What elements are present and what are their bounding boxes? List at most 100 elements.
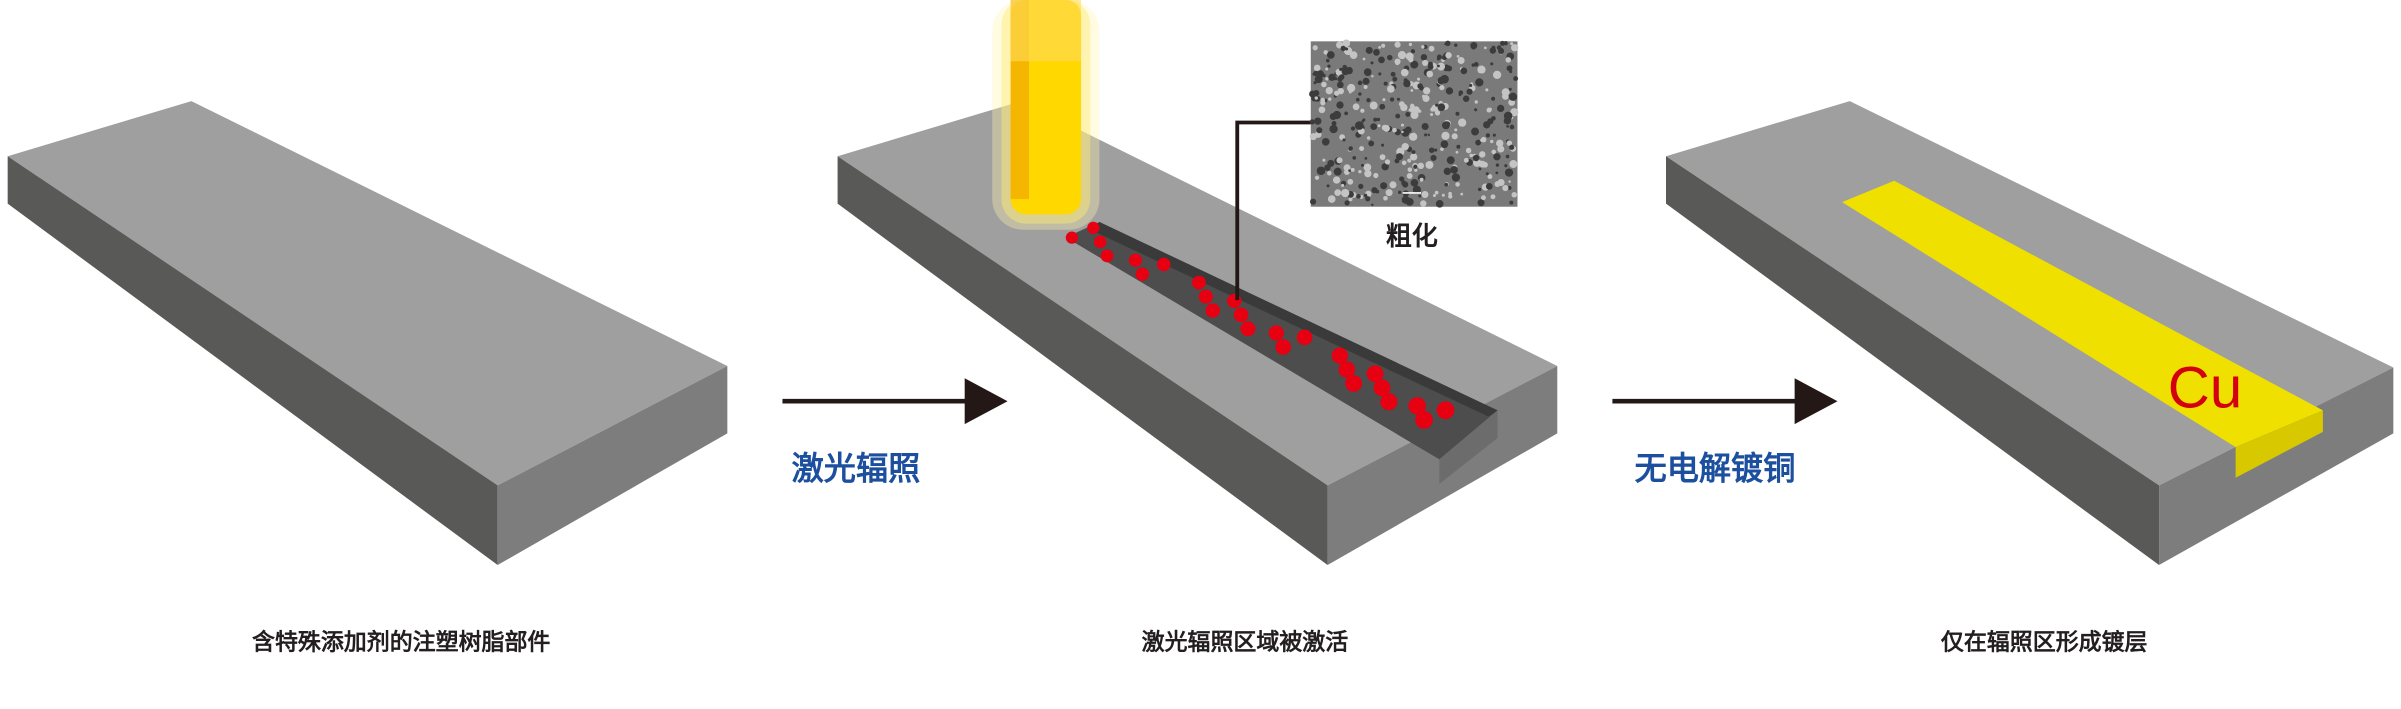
- texture-speck: [1325, 86, 1333, 95]
- texture-speck: [1358, 92, 1362, 96]
- texture-speck: [1491, 149, 1497, 155]
- texture-speck: [1422, 59, 1429, 66]
- texture-speck: [1370, 61, 1374, 65]
- texture-speck: [1510, 42, 1514, 46]
- texture-speck: [1336, 81, 1344, 89]
- particle-dot: [1198, 289, 1213, 304]
- texture-speck: [1490, 194, 1496, 200]
- texture-speck: [1348, 197, 1353, 202]
- texture-speck: [1417, 162, 1425, 170]
- texture-speck: [1420, 200, 1427, 207]
- texture-speck: [1363, 163, 1372, 172]
- texture-speck: [1322, 158, 1326, 162]
- texture-speck: [1408, 42, 1413, 47]
- texture-speck: [1422, 94, 1430, 102]
- texture-speck: [1394, 158, 1400, 164]
- texture-speck: [1362, 77, 1370, 85]
- texture-speck: [1506, 65, 1513, 72]
- texture-speck: [1462, 95, 1470, 102]
- texture-speck: [1440, 140, 1449, 149]
- texture-speck: [1410, 89, 1414, 92]
- texture-speck: [1443, 167, 1452, 176]
- texture-speck: [1441, 131, 1450, 140]
- texture-speck: [1316, 166, 1326, 176]
- texture-speck: [1445, 40, 1451, 47]
- texture-speck: [1380, 182, 1388, 190]
- texture-speck: [1344, 200, 1350, 206]
- texture-speck: [1350, 167, 1355, 172]
- texture-speck: [1446, 156, 1455, 165]
- texture-speck: [1409, 153, 1418, 161]
- laser-beam-icon: [992, 0, 1100, 230]
- texture-speck: [1509, 124, 1515, 130]
- texture-speck: [1355, 97, 1360, 102]
- texture-speck: [1472, 154, 1480, 162]
- texture-speck: [1360, 163, 1365, 167]
- texture-speck: [1507, 185, 1512, 190]
- texture-speck: [1371, 75, 1374, 78]
- texture-speck: [1381, 43, 1386, 48]
- texture-speck: [1474, 108, 1478, 112]
- texture-speck: [1341, 183, 1345, 187]
- texture-speck: [1338, 74, 1345, 80]
- texture-speck: [1401, 143, 1409, 151]
- texture-speck: [1341, 67, 1350, 76]
- texture-speck: [1434, 110, 1441, 116]
- texture-speck: [1409, 106, 1415, 113]
- texture-speck: [1411, 150, 1416, 155]
- texture-speck: [1309, 133, 1317, 141]
- texture-speck: [1348, 169, 1352, 172]
- texture-speck: [1336, 101, 1344, 109]
- texture-speck: [1495, 171, 1499, 175]
- texture-speck: [1496, 139, 1504, 148]
- particle-dot: [1157, 257, 1171, 272]
- texture-speck: [1326, 51, 1335, 59]
- texture-speck: [1366, 136, 1371, 140]
- particle-dot: [1065, 231, 1078, 244]
- particle-dot: [1226, 293, 1242, 309]
- texture-speck: [1396, 97, 1401, 101]
- texture-speck: [1466, 88, 1473, 95]
- texture-speck: [1506, 124, 1510, 128]
- texture-speck: [1456, 144, 1461, 149]
- texture-speck: [1430, 113, 1434, 117]
- texture-speck: [1333, 167, 1342, 176]
- texture-speck: [1479, 151, 1486, 158]
- texture-speck: [1437, 64, 1440, 68]
- texture-speck: [1448, 194, 1453, 199]
- texture-speck: [1352, 156, 1357, 160]
- texture-speck: [1318, 106, 1326, 114]
- texture-speck: [1348, 146, 1353, 151]
- texture-speck: [1437, 62, 1446, 71]
- texture-speck: [1414, 168, 1418, 172]
- particle-dot: [1415, 411, 1433, 429]
- particle-dot: [1135, 267, 1150, 281]
- texture-speck: [1427, 133, 1431, 137]
- texture-speck: [1505, 154, 1510, 159]
- texture-speck: [1355, 121, 1364, 130]
- texture-speck: [1473, 62, 1479, 67]
- texture-speck: [1375, 189, 1380, 194]
- texture-speck: [1455, 111, 1460, 116]
- texture-speck: [1401, 130, 1404, 134]
- texture-speck: [1358, 183, 1364, 189]
- texture-speck: [1357, 80, 1363, 86]
- texture-speck: [1444, 182, 1449, 187]
- texture-speck: [1457, 56, 1465, 65]
- texture-speck: [1369, 101, 1378, 110]
- texture-speck: [1428, 147, 1435, 153]
- texture-speck: [1328, 97, 1332, 101]
- texture-speck: [1508, 180, 1511, 183]
- texture-speck: [1364, 156, 1368, 160]
- texture-speck: [1365, 196, 1371, 202]
- texture-speck: [1502, 92, 1509, 100]
- texture-speck: [1350, 126, 1356, 131]
- texture-speck: [1490, 62, 1494, 66]
- particle-dot: [1128, 253, 1143, 267]
- texture-speck: [1503, 117, 1512, 125]
- texture-speck: [1434, 148, 1438, 152]
- copper-layer-top: [1842, 180, 2323, 448]
- caption-stage-2: 激光辐照区域被激活: [1142, 628, 1349, 655]
- texture-speck: [1363, 68, 1372, 76]
- particle-dot: [1275, 339, 1291, 355]
